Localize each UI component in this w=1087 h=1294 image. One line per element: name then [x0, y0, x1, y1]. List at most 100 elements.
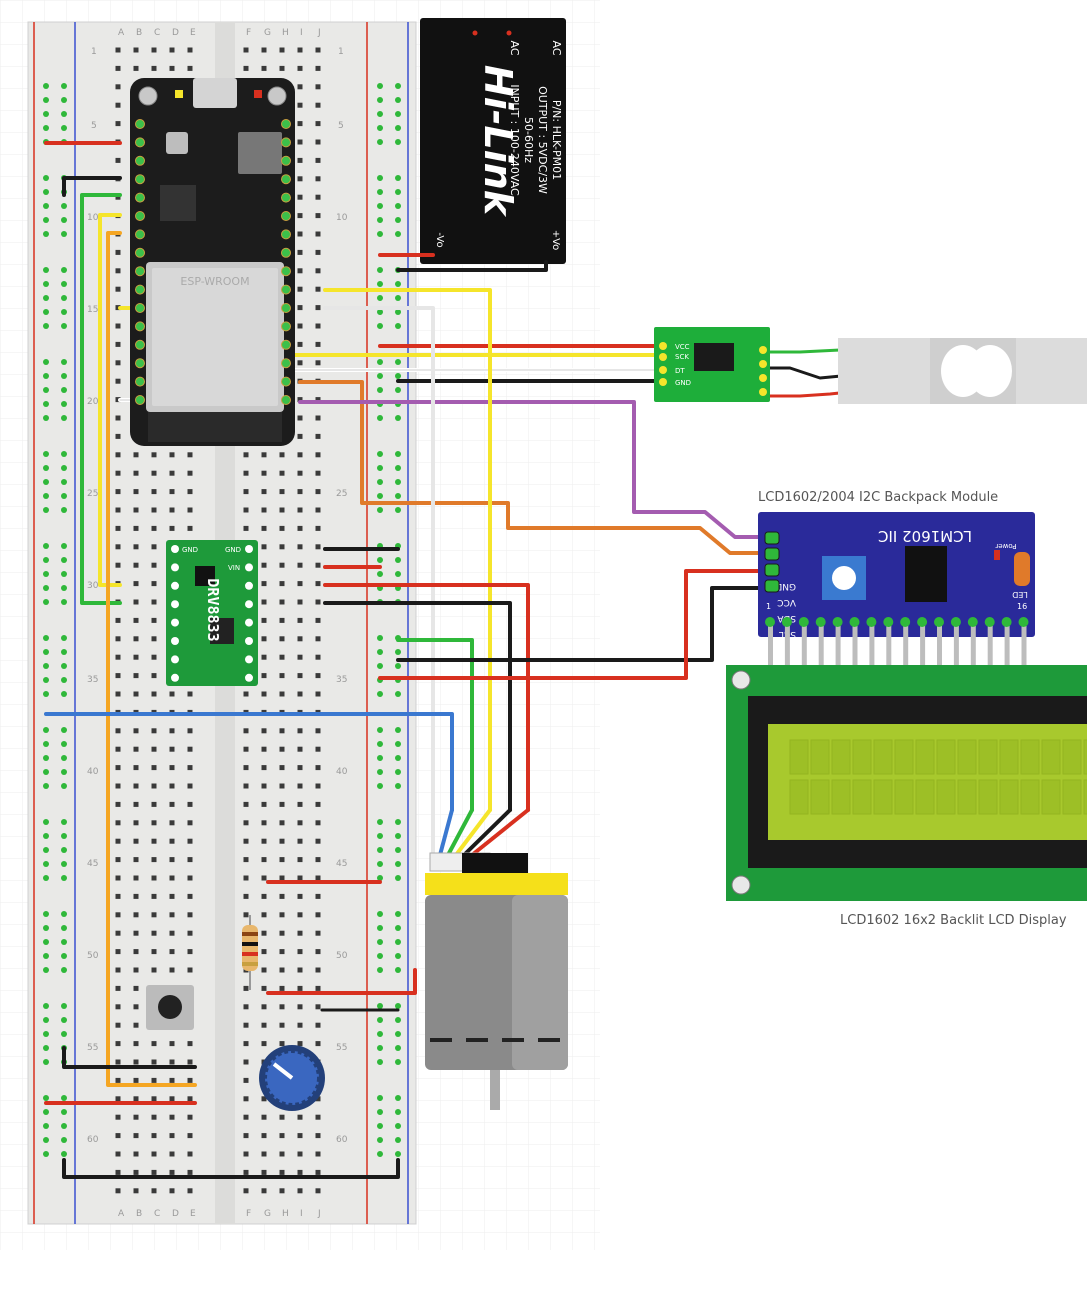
- rail-hole: [43, 359, 49, 365]
- rail-hole: [61, 1017, 67, 1023]
- breadboard-hole: [169, 912, 175, 918]
- breadboard-hole: [115, 194, 121, 200]
- esp32-pin: [281, 395, 291, 405]
- breadboard-hole: [151, 912, 157, 918]
- breadboard-hole: [297, 967, 303, 973]
- led-jumper[interactable]: [1014, 552, 1030, 586]
- breadboard-hole: [279, 1022, 285, 1028]
- breadboard-hole: [151, 967, 157, 973]
- rail-hole: [43, 401, 49, 407]
- breadboard-hole: [279, 581, 285, 587]
- breadboard-hole: [115, 489, 121, 495]
- lcd-header-pad: [950, 617, 961, 627]
- lcd-header-pin: [801, 618, 807, 670]
- driver-pin: [245, 600, 253, 609]
- rail-hole: [377, 1017, 383, 1023]
- col-letter: B: [136, 28, 142, 38]
- rail-hole: [43, 111, 49, 117]
- wire-lcd-gnd: [396, 586, 770, 662]
- contrast-pot-knob[interactable]: [832, 566, 856, 590]
- breadboard-hole: [315, 65, 321, 71]
- breadboard-hole: [243, 489, 249, 495]
- reset-button[interactable]: [166, 132, 188, 154]
- lcd-mount-hole: [731, 670, 751, 690]
- breadboard-hole: [261, 801, 267, 807]
- esp32-pin: [281, 229, 291, 240]
- driver-pin: [245, 563, 253, 572]
- rail-hole: [395, 1045, 401, 1051]
- breadboard-hole: [261, 599, 267, 605]
- breadboard-hole: [279, 783, 285, 789]
- lcd-cell: [831, 739, 851, 775]
- breadboard-hole: [151, 507, 157, 513]
- rail-hole: [395, 465, 401, 471]
- breadboard-hole: [279, 47, 285, 53]
- wire-hilink-minus: [396, 260, 548, 272]
- breadboard-hole: [115, 1004, 121, 1010]
- push-button[interactable]: [146, 985, 194, 1030]
- breadboard-hole: [279, 636, 285, 642]
- breadboard-hole: [297, 654, 303, 660]
- col-letter: H: [282, 28, 289, 38]
- row-number: 50: [336, 951, 348, 961]
- breadboard-hole: [243, 838, 249, 844]
- breadboard-hole: [169, 893, 175, 899]
- lcd-cell: [999, 739, 1019, 775]
- breadboard-hole: [133, 544, 139, 550]
- driver-pin: [245, 655, 253, 664]
- driver-ic: [210, 618, 234, 644]
- breadboard-hole: [261, 857, 267, 863]
- rail-hole: [395, 819, 401, 825]
- esp32-pin: [281, 358, 291, 369]
- breadboard-hole: [279, 967, 285, 973]
- col-letter: J: [317, 1209, 321, 1219]
- breadboard-hole: [279, 470, 285, 476]
- rail-hole: [377, 847, 383, 853]
- breadboard-hole: [261, 893, 267, 899]
- push-button-cap[interactable]: [158, 995, 182, 1019]
- breadboard-hole: [297, 102, 303, 108]
- breadboard-hole: [169, 1151, 175, 1157]
- breadboard-hole: [315, 728, 321, 734]
- rail-hole: [395, 217, 401, 223]
- breadboard-hole: [243, 452, 249, 458]
- breadboard-hole: [261, 581, 267, 587]
- driver-gnd-label: GND: [182, 546, 198, 554]
- potentiometer[interactable]: [259, 1045, 325, 1111]
- rail-hole: [395, 967, 401, 973]
- breadboard-hole: [297, 912, 303, 918]
- rail-hole: [377, 939, 383, 945]
- breadboard-hole: [297, 1188, 303, 1194]
- breadboard-hole: [243, 1151, 249, 1157]
- breadboard-hole: [133, 581, 139, 587]
- rail-hole: [61, 281, 67, 287]
- breadboard-hole: [279, 893, 285, 899]
- breadboard-hole: [115, 728, 121, 734]
- esp32-pin: [281, 339, 291, 350]
- usb-connector: [193, 78, 237, 108]
- breadboard-hole: [115, 1077, 121, 1083]
- breadboard-hole: [297, 562, 303, 568]
- breadboard-hole: [187, 525, 193, 531]
- lcd-header-pad: [934, 617, 944, 627]
- row-number: 45: [87, 859, 98, 869]
- row-number: 35: [336, 675, 347, 685]
- led-red: [254, 90, 262, 98]
- breadboard-hole: [151, 452, 157, 458]
- lcd-header-pin: [784, 618, 790, 670]
- rail-hole: [43, 1095, 49, 1101]
- lcd-header-pin: [835, 618, 841, 670]
- breadboard-hole: [187, 1114, 193, 1120]
- rail-hole: [377, 267, 383, 273]
- breadboard-hole: [115, 415, 121, 421]
- breadboard-hole: [151, 562, 157, 568]
- lcd1602-display: LCD1602 16x2 Backlit LCD Display: [726, 665, 1087, 928]
- breadboard-hole: [169, 1041, 175, 1047]
- breadboard-hole: [315, 1133, 321, 1139]
- breadboard-hole: [297, 1041, 303, 1047]
- breadboard-hole: [151, 875, 157, 881]
- breadboard-hole: [115, 1041, 121, 1047]
- breadboard-hole: [243, 912, 249, 918]
- breadboard-hole: [297, 452, 303, 458]
- breadboard-hole: [261, 765, 267, 771]
